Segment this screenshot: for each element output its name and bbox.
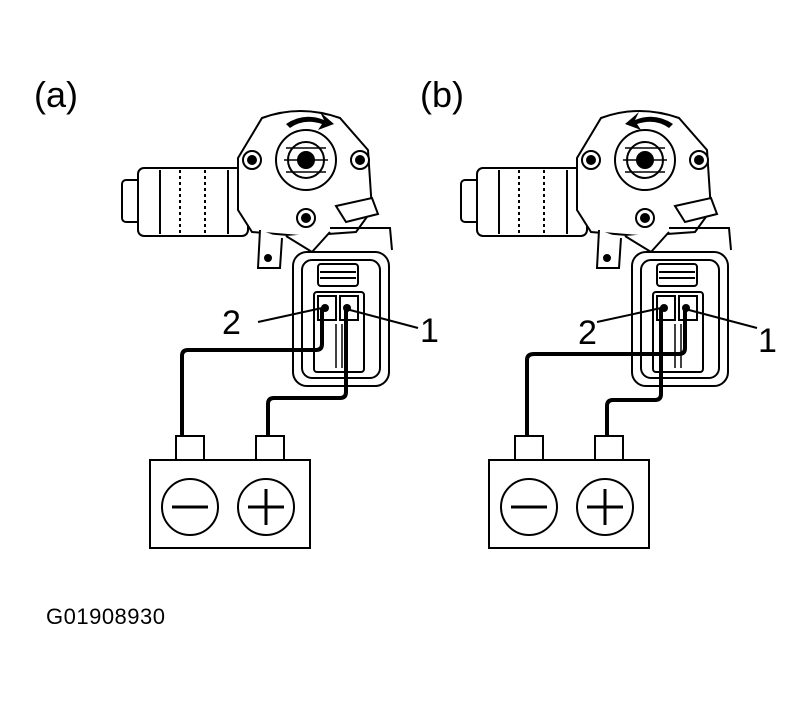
wire-pin2-to-negative <box>180 308 324 436</box>
panel-a-label: (a) <box>34 74 78 115</box>
pin-1-number: 1 <box>758 322 777 360</box>
rotation-arrow-clockwise-icon <box>286 112 334 130</box>
wire-pin1-to-positive <box>266 308 348 436</box>
pin-1-number: 1 <box>420 312 439 350</box>
panel-b-label: (b) <box>420 74 464 115</box>
wire-pin2-to-positive <box>605 308 663 436</box>
panel-a: 2 1 <box>120 109 439 550</box>
wire-pin1-to-negative <box>525 308 687 436</box>
pin-2-number: 2 <box>222 304 241 342</box>
rotation-arrow-counterclockwise-icon <box>625 112 673 130</box>
figure-id: G01908930 <box>46 604 166 629</box>
panel-b: 2 1 <box>459 109 777 550</box>
pin-2-number: 2 <box>578 314 597 352</box>
